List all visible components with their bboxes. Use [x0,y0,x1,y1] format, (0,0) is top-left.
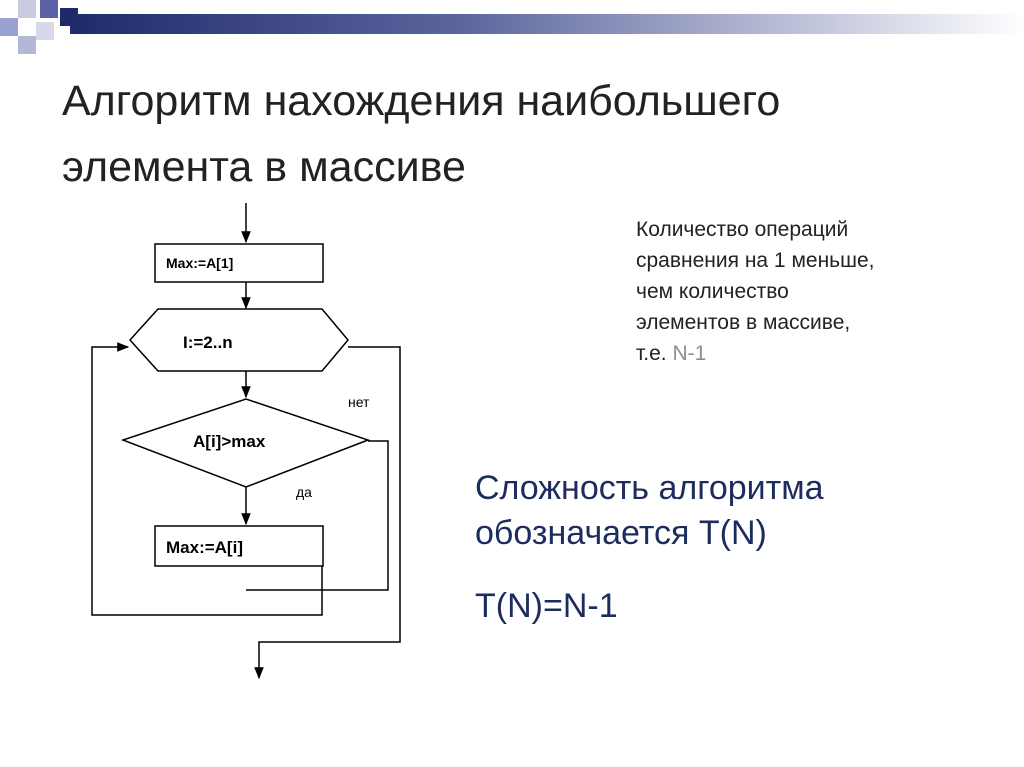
note-line: сравнения на 1 меньше, [636,249,875,272]
slide-title: Алгоритм нахождения наибольшего элемента… [62,68,962,200]
note-line: чем количество [636,280,789,303]
condition-diamond [120,398,371,488]
title-line: Алгоритм нахождения наибольшего [62,77,781,125]
corner-square [0,18,18,36]
assign-box-label: Max:=A[i] [166,538,243,557]
assign-box [154,525,324,567]
no-branch-line [246,440,389,591]
header-gradient-bar [70,14,1024,34]
comparison-note: Количество операций сравнения на 1 меньш… [636,214,996,369]
note-line: элементов в массиве, [636,311,851,334]
init-box-label: Max:=A[1] [166,255,233,271]
title-line: элемента в массиве [62,143,466,191]
complexity-line: обозначается T(N) [475,514,767,552]
note-prefix: т.е. [636,342,673,365]
complexity-formula: T(N)=N-1 [475,587,618,625]
corner-square [18,0,36,18]
yes-label: да [296,484,312,500]
note-line: Количество операций [636,218,849,241]
loop-back-line [91,342,323,616]
complexity-line: Сложность алгоритма [475,469,824,507]
no-label: нет [348,394,370,410]
note-line: т.е. N-1 [636,338,996,369]
init-box [154,243,324,283]
corner-square [36,22,54,40]
corner-square [18,36,36,54]
note-highlight: N-1 [672,342,707,365]
loop-hexagon [128,308,349,372]
exit-line [254,346,401,680]
condition-label: A[i]>max [193,432,266,451]
complexity-text: Сложность алгоритма обозначается T(N) [475,466,995,556]
loop-hexagon-label: I:=2..n [183,333,233,352]
corner-decoration [0,0,78,54]
corner-square [40,0,58,18]
